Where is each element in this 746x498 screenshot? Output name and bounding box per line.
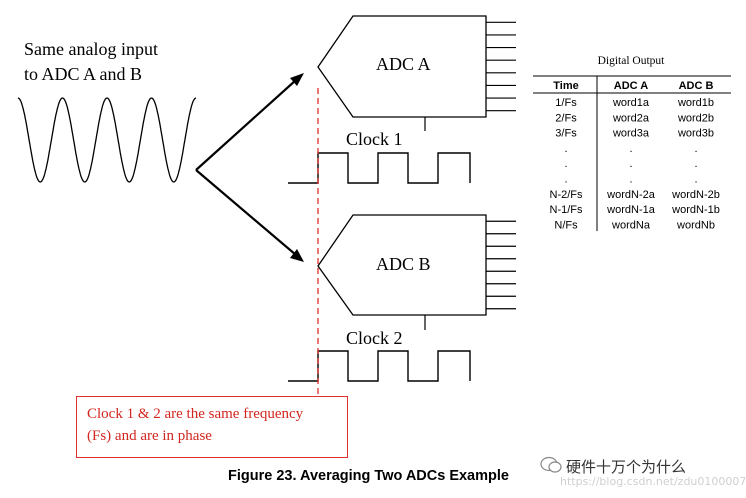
table-cell: . <box>629 143 632 155</box>
table-cell: . <box>564 158 567 170</box>
clock-1-waveform <box>288 152 471 184</box>
table-cell: . <box>694 143 697 155</box>
table-cell: . <box>694 174 697 186</box>
clock-2-label: Clock 2 <box>346 328 403 348</box>
input-label-line2: to ADC A and B <box>24 64 142 84</box>
input-label-line1: Same analog input <box>24 39 158 59</box>
clock-1-label: Clock 1 <box>346 129 403 149</box>
adc-a-label: ADC A <box>376 54 431 74</box>
table-cell: wordN-1a <box>606 204 656 216</box>
table-cell: . <box>564 174 567 186</box>
table-cell: . <box>694 158 697 170</box>
table-cell: N/Fs <box>554 219 578 231</box>
table-cell: wordN-1b <box>671 204 720 216</box>
split-arrows <box>195 79 297 256</box>
table-header-0: Time <box>553 80 578 92</box>
table-title: Digital Output <box>598 55 666 67</box>
clock-2-waveform <box>288 350 471 382</box>
watermark-url: https://blog.csdn.net/zdu0100007 <box>560 475 746 488</box>
figure-caption: Figure 23. Averaging Two ADCs Example <box>228 468 509 484</box>
table-cell: word3a <box>612 128 650 140</box>
digital-output-table: Digital Output Time ADC A ADC B 1/Fs word1a… <box>533 55 731 231</box>
adc-a-output-pins <box>486 21 516 112</box>
table-cell: . <box>564 143 567 155</box>
adc-b-block: ADC B <box>317 214 516 330</box>
table-cell: 1/Fs <box>555 97 577 109</box>
table-cell: word2a <box>612 112 650 124</box>
table-cell: word2b <box>677 112 714 124</box>
arrow-head-b <box>290 249 304 262</box>
adc-b-label: ADC B <box>376 254 431 274</box>
table-header-1: ADC A <box>614 80 648 92</box>
adc-b-output-pins <box>486 220 516 310</box>
table-cell: wordNb <box>676 219 715 231</box>
wechat-icon <box>540 456 562 473</box>
table-cell: wordNa <box>611 219 651 231</box>
table-cell: word3b <box>677 128 714 140</box>
table-cell: N-2/Fs <box>550 189 584 201</box>
table-cell: wordN-2a <box>606 189 656 201</box>
analog-sine-wave <box>17 97 197 183</box>
table-cell: wordN-2b <box>671 189 720 201</box>
table-cell: word1b <box>677 97 714 109</box>
table-cell: N-1/Fs <box>550 204 584 216</box>
table-header-2: ADC B <box>679 80 714 92</box>
table-cell: 2/Fs <box>555 112 577 124</box>
watermark-text: 硬件十万个为什么 <box>566 458 687 476</box>
table-cell: . <box>629 158 632 170</box>
table-cell: word1a <box>612 97 650 109</box>
table-cell: 3/Fs <box>555 128 577 140</box>
clock-note-line1: Clock 1 & 2 are the same frequency <box>87 406 304 422</box>
clock-note-box: Clock 1 & 2 are the same frequency (Fs) … <box>76 396 348 458</box>
adc-a-block: ADC A <box>317 15 516 131</box>
table-cell: . <box>629 174 632 186</box>
clock-note-line2: (Fs) and are in phase <box>87 428 212 444</box>
clock-note: Clock 1 & 2 are the same frequency (Fs) … <box>87 403 303 447</box>
arrow-head-a <box>290 73 304 86</box>
